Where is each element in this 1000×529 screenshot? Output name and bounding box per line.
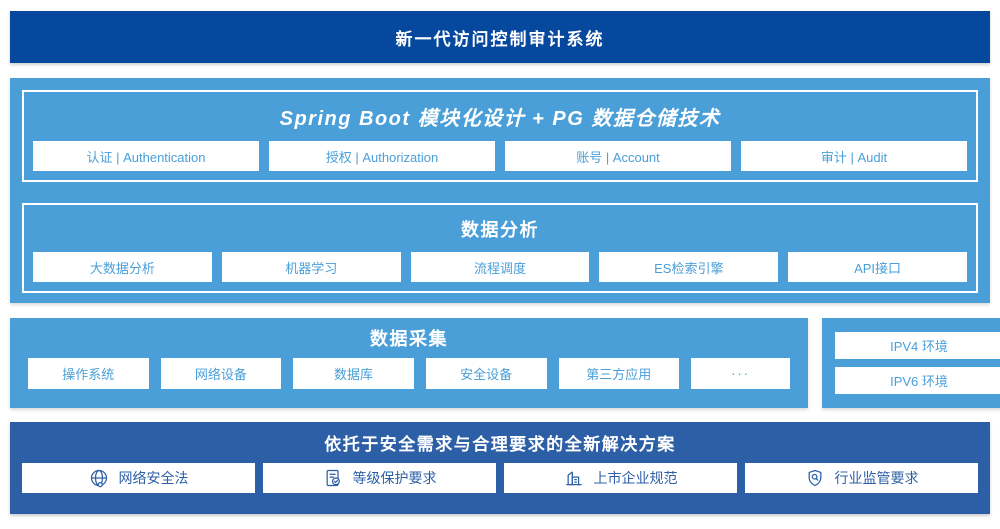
springboot-module-group: Spring Boot 模块化设计 + PG 数据仓储技术 认证 | Authe…: [22, 90, 978, 182]
collection-chip-row: 操作系统网络设备数据库安全设备第三方应用 ···: [28, 358, 791, 389]
module-chip: 账号 | Account: [505, 141, 731, 171]
solution-chip-label: 行业监管要求: [834, 470, 919, 486]
collection-chip: 网络设备: [160, 358, 282, 389]
analysis-chip: 机器学习: [221, 252, 401, 282]
module-chip-row: 认证 | Authentication 授权 | Authorization 账号 …: [33, 141, 967, 171]
globe-icon: [89, 468, 109, 488]
platform-section: Spring Boot 模块化设计 + PG 数据仓储技术 认证 | Authe…: [10, 78, 990, 303]
analysis-chip: ES检索引擎: [599, 252, 779, 282]
environment-chip: IPV6 环境: [835, 367, 1000, 394]
data-collection-section: 数据采集 操作系统网络设备数据库安全设备第三方应用 ···: [10, 318, 808, 408]
page-title: 新一代访问控制审计系统: [10, 11, 990, 63]
data-collection-title: 数据采集: [370, 329, 448, 349]
solution-chip-label: 上市企业规范: [593, 470, 678, 486]
collection-chip: 操作系统: [28, 358, 149, 389]
module-chip: 授权 | Authorization: [269, 141, 495, 171]
solution-title: 依托于安全需求与合理要求的全新解决方案: [324, 435, 676, 454]
solution-chip: 上市企业规范: [504, 463, 737, 493]
environment-section: IPV4 环境 IPV6 环境: [822, 318, 1000, 408]
collection-chip: 数据库: [293, 358, 414, 389]
analysis-chip-row: 大数据分析机器学习流程调度 ES检索引擎 API接口: [33, 252, 967, 282]
solution-chip: 网络安全法: [22, 463, 255, 493]
shield-search-icon: [805, 468, 825, 488]
solution-chip: 行业监管要求: [745, 463, 978, 493]
module-chip: 认证 | Authentication: [33, 141, 259, 171]
analysis-chip: 大数据分析: [33, 252, 212, 282]
module-chip: 审计 | Audit: [741, 141, 967, 171]
solution-chip-row: 网络安全法 等级保护要求 上市企业规范: [22, 463, 978, 493]
data-analysis-title: 数据分析: [461, 219, 539, 240]
solution-chip: 等级保护要求: [263, 463, 496, 493]
solution-chip-label: 等级保护要求: [352, 470, 437, 486]
solution-section: 依托于安全需求与合理要求的全新解决方案 网络安全法 等级保护要求: [10, 422, 990, 514]
collection-chip: 第三方应用: [558, 358, 680, 389]
building-icon: [564, 468, 584, 488]
solution-chip-label: 网络安全法: [118, 470, 189, 486]
environment-chip: IPV4 环境: [835, 332, 1000, 359]
document-check-icon: [323, 468, 343, 488]
collection-chip: ···: [691, 358, 791, 389]
analysis-chip: API接口: [788, 252, 967, 282]
springboot-title: Spring Boot 模块化设计 + PG 数据仓储技术: [279, 108, 721, 130]
data-analysis-group: 数据分析 大数据分析机器学习流程调度 ES检索引擎 API接口: [22, 203, 978, 293]
analysis-chip: 流程调度: [410, 252, 590, 282]
collection-chip: 安全设备: [425, 358, 547, 389]
